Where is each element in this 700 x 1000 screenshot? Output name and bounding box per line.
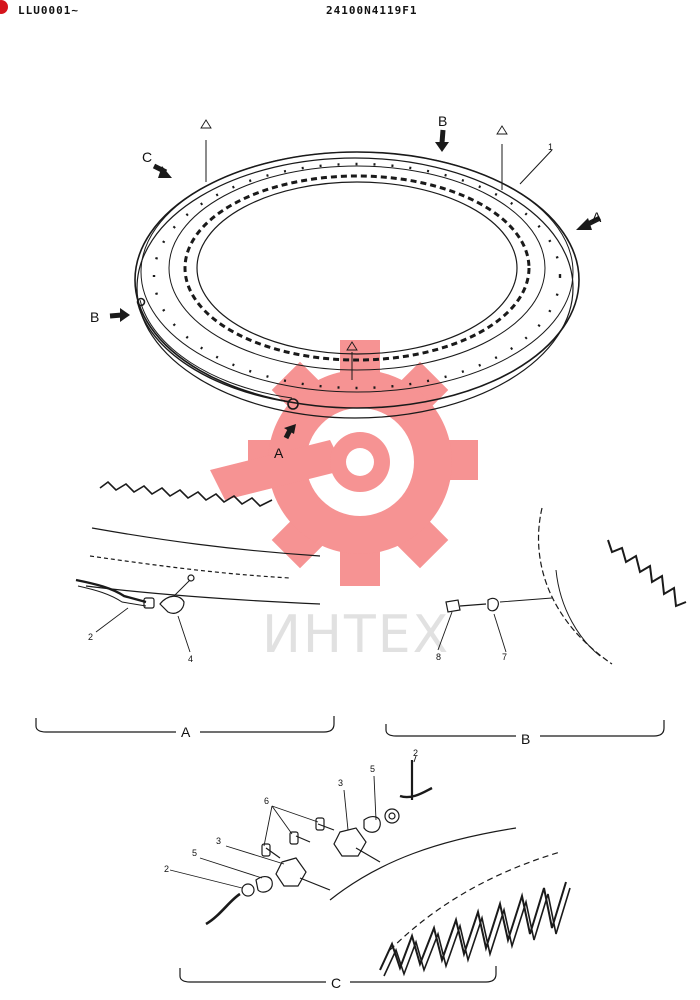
view-a-bracket bbox=[35, 716, 335, 733]
watermark: ИНТЕХ bbox=[210, 340, 478, 665]
header-part-number: 24100N4119F1 bbox=[326, 4, 418, 17]
gear-wrench-icon bbox=[210, 340, 478, 586]
slewing-ring bbox=[134, 119, 580, 419]
view-arrow-b-left bbox=[109, 308, 130, 322]
view-a-title: A bbox=[181, 724, 191, 740]
callout-5-bottom: 5 bbox=[192, 848, 197, 858]
detail-a bbox=[75, 480, 321, 653]
view-b-bracket bbox=[385, 720, 665, 737]
callout-7: 7 bbox=[502, 652, 507, 662]
view-arrow-b-top bbox=[435, 129, 449, 152]
view-c-title: C bbox=[331, 975, 341, 991]
view-label-b-left: B bbox=[90, 309, 99, 325]
callout-3-bottom: 3 bbox=[216, 836, 221, 846]
callout-1: 1 bbox=[548, 142, 553, 152]
view-label-b-top: B bbox=[438, 113, 447, 129]
detail-c bbox=[169, 755, 571, 977]
callout-2-detail-c-bottom: 2 bbox=[164, 864, 169, 874]
view-c-bracket bbox=[179, 966, 497, 983]
callout-6: 6 bbox=[264, 796, 269, 806]
view-label-a-bottom: A bbox=[274, 445, 284, 461]
view-label-a-right: A bbox=[592, 209, 602, 225]
view-label-c: C bbox=[142, 149, 152, 165]
view-arrow-a-bottom bbox=[283, 424, 296, 440]
detail-b bbox=[437, 507, 687, 665]
watermark-text: ИНТЕХ bbox=[262, 605, 450, 665]
header-code: LLU0001~ bbox=[18, 4, 79, 17]
brand-logo-icon bbox=[0, 0, 8, 14]
view-b-title: B bbox=[521, 731, 530, 747]
callout-2-detail-c-top: 2 bbox=[413, 748, 418, 758]
callout-2-detail-a: 2 bbox=[88, 632, 93, 642]
callout-4: 4 bbox=[188, 654, 193, 664]
view-arrow-a-right bbox=[576, 215, 602, 230]
callout-8: 8 bbox=[436, 652, 441, 662]
view-arrow-c bbox=[152, 163, 172, 178]
callout-3-top: 3 bbox=[338, 778, 343, 788]
callout-5-top: 5 bbox=[370, 764, 375, 774]
